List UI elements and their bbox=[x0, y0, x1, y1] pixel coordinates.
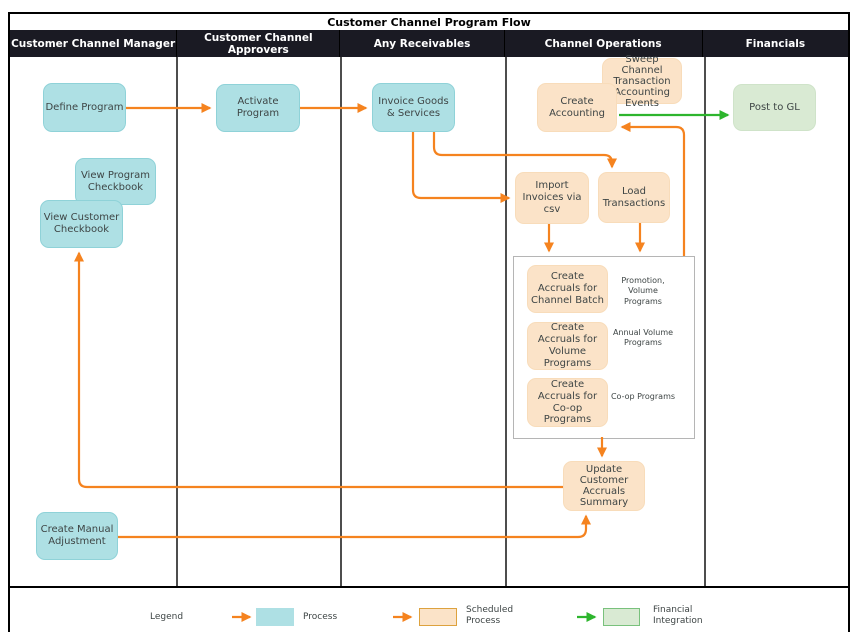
legend-scheduled-process-swatch bbox=[419, 608, 457, 626]
node-load-transactions: Load Transactions bbox=[598, 172, 670, 223]
node-create-accruals-coop-programs: Create Accruals for Co-op Programs bbox=[527, 378, 608, 427]
legend-process-swatch bbox=[256, 608, 294, 626]
diagram-title: Customer Channel Program Flow bbox=[10, 14, 848, 30]
node-create-manual-adjustment: Create Manual Adjustment bbox=[36, 512, 118, 560]
annotation-coop-programs: Co-op Programs bbox=[610, 392, 676, 401]
annotation-promotion-volume-programs: Promotion, Volume Programs bbox=[621, 276, 665, 306]
lane-separator-3 bbox=[505, 57, 507, 586]
node-view-customer-checkbook: View Customer Checkbook bbox=[40, 200, 123, 248]
lane-header-financials: Financials bbox=[701, 30, 848, 57]
lane-separator-2 bbox=[340, 57, 342, 586]
legend-financial-integration-label: Financial Integration bbox=[653, 605, 703, 626]
annotation-annual-volume-programs: Annual Volume Programs bbox=[612, 328, 674, 348]
node-post-to-gl: Post to GL bbox=[733, 84, 816, 131]
lane-header-channel-operations: Channel Operations bbox=[503, 30, 702, 57]
node-define-program: Define Program bbox=[43, 83, 126, 132]
node-update-customer-accruals-summary: Update Customer Accruals Summary bbox=[563, 461, 645, 511]
legend-financial-integration-swatch bbox=[603, 608, 640, 626]
lane-header-customer-channel-approvers: Customer Channel Approvers bbox=[176, 30, 339, 57]
node-import-invoices-via-csv: Import Invoices via csv bbox=[515, 172, 589, 224]
node-create-accounting: Create Accounting bbox=[537, 83, 617, 132]
lane-header-customer-channel-manager: Customer Channel Manager bbox=[11, 37, 176, 50]
lane-header-any-receivables: Any Receivables bbox=[339, 30, 503, 57]
lane-separator-4 bbox=[704, 57, 706, 586]
node-create-accruals-volume-programs: Create Accruals for Volume Programs bbox=[527, 322, 608, 370]
lane-separator-1 bbox=[176, 57, 178, 586]
legend-scheduled-process-label: Scheduled Process bbox=[466, 605, 514, 626]
legend-title: Legend bbox=[150, 612, 184, 622]
swimlane-header-row: Customer Channel Manager Customer Channe… bbox=[10, 30, 848, 57]
node-create-accruals-channel-batch: Create Accruals for Channel Batch bbox=[527, 265, 608, 313]
node-invoice-goods-services: Invoice Goods & Services bbox=[372, 83, 455, 132]
node-activate-program: Activate Program bbox=[216, 84, 300, 132]
node-sweep-channel-transaction-accounting-events: Sweep Channel Transaction Accounting Eve… bbox=[602, 54, 682, 109]
node-view-program-checkbook: View Program Checkbook bbox=[75, 158, 156, 205]
legend-process-label: Process bbox=[303, 612, 338, 622]
